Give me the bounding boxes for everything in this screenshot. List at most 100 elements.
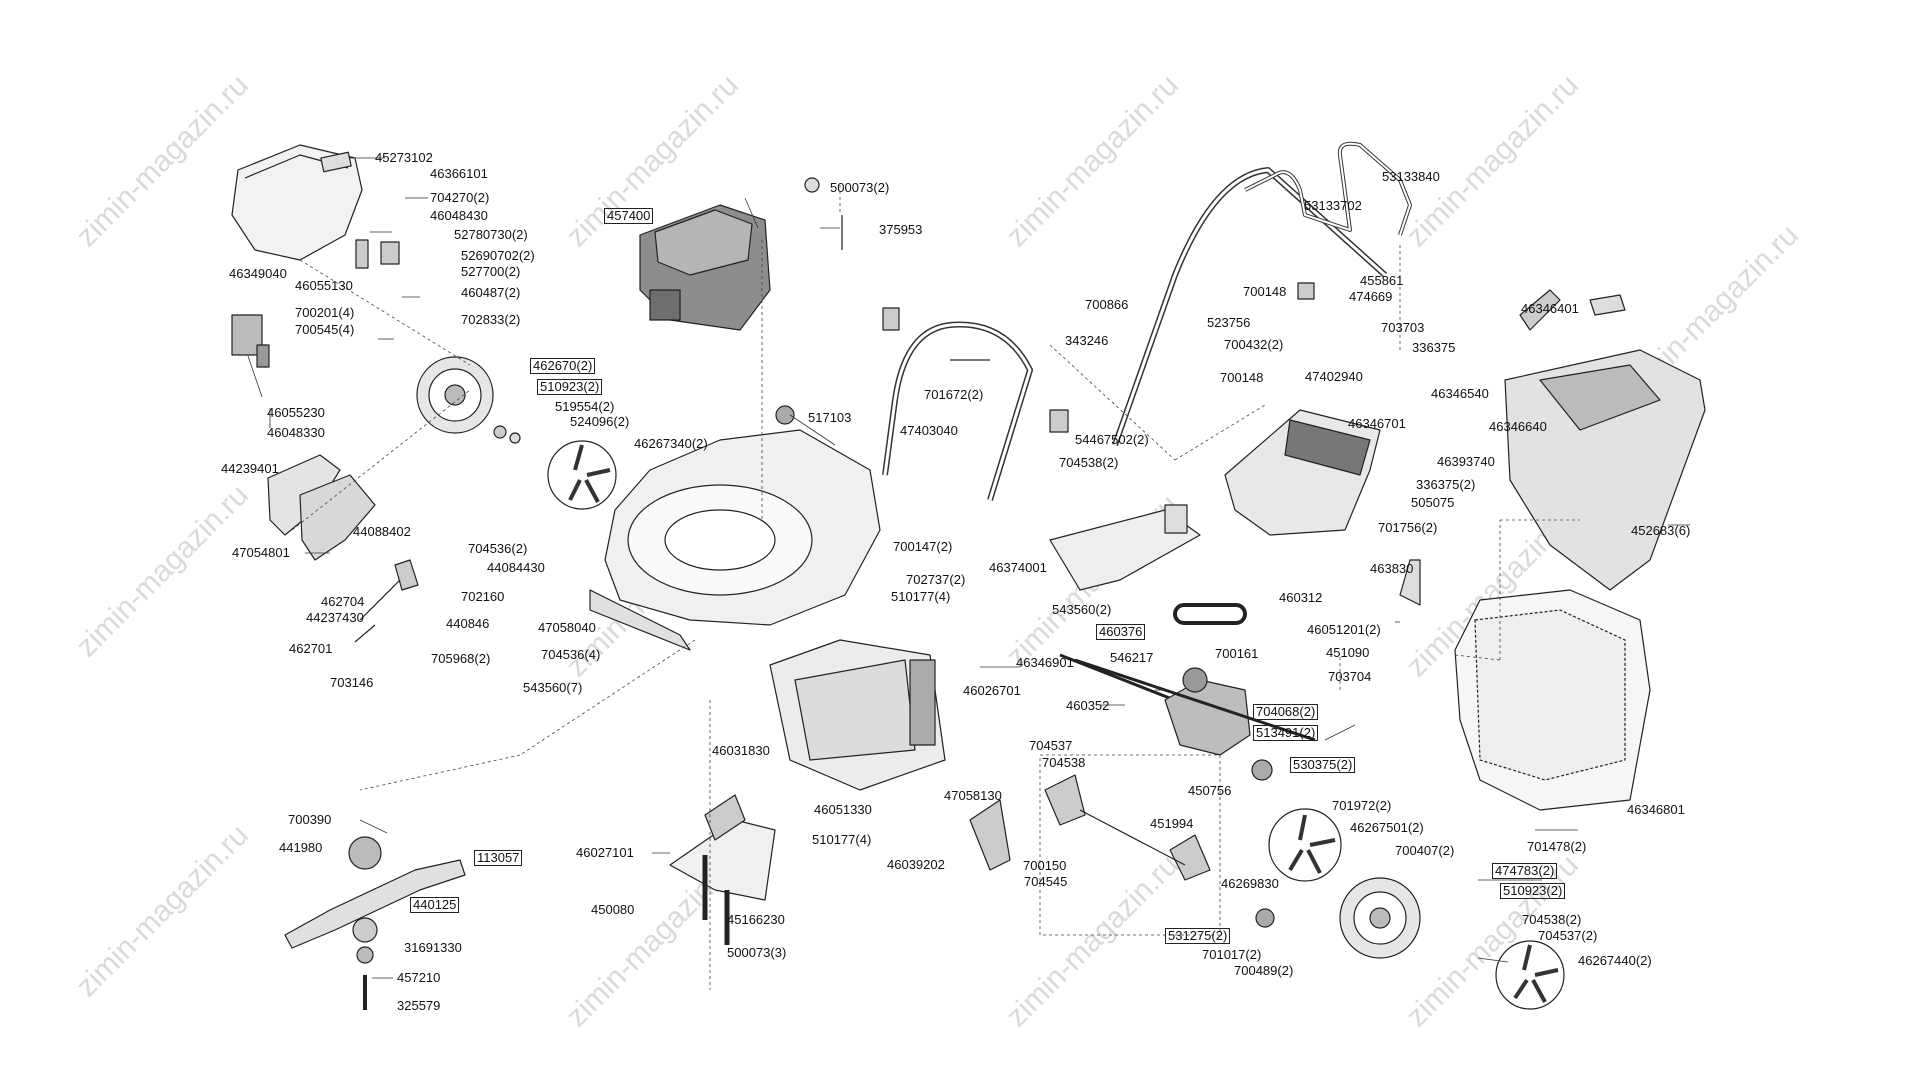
- part-label: 530375(2): [1290, 757, 1356, 773]
- part-label: 510923(2): [1500, 883, 1566, 899]
- part-label: 457210: [397, 970, 441, 985]
- part-label: 524096(2): [570, 414, 630, 429]
- part-label: 46051330: [814, 802, 872, 817]
- part-label: 519554(2): [555, 399, 615, 414]
- part-label: 336375(2): [1416, 477, 1476, 492]
- part-label: 701972(2): [1332, 798, 1392, 813]
- part-label: 46269830: [1221, 876, 1279, 891]
- part-label: 46048330: [267, 425, 325, 440]
- hubcap-left: [547, 440, 617, 510]
- part-label: 500073(3): [727, 945, 787, 960]
- grass-catcher-lid: [1504, 349, 1706, 591]
- part-label: 441980: [279, 840, 323, 855]
- part-label: 700545(4): [295, 322, 355, 337]
- part-label: 46055130: [295, 278, 353, 293]
- part-label: 31691330: [404, 940, 462, 955]
- part-label: 452683(6): [1631, 523, 1691, 538]
- part-label: 513491(2): [1253, 725, 1319, 741]
- part-label: 460487(2): [461, 285, 521, 300]
- part-label: 703704: [1328, 669, 1372, 684]
- part-label: 702737(2): [906, 572, 966, 587]
- part-label: 462704: [321, 594, 365, 609]
- part-label: 474669: [1349, 289, 1393, 304]
- part-label: 700866: [1085, 297, 1129, 312]
- part-label: 700150: [1023, 858, 1067, 873]
- part-label: 701017(2): [1202, 947, 1262, 962]
- part-label: 46031830: [712, 743, 770, 758]
- part-label: 47054801: [232, 545, 290, 560]
- part-label: 54467502(2): [1075, 432, 1149, 447]
- part-label: 523756: [1207, 315, 1251, 330]
- part-label: 44239401: [221, 461, 279, 476]
- part-label: 46026701: [963, 683, 1021, 698]
- part-label: 450080: [591, 902, 635, 917]
- part-label: 343246: [1065, 333, 1109, 348]
- part-label: 705968(2): [431, 651, 491, 666]
- part-label: 451994: [1150, 816, 1194, 831]
- part-label: 47402940: [1305, 369, 1363, 384]
- part-label: 52780730(2): [454, 227, 528, 242]
- part-label: 46374001: [989, 560, 1047, 575]
- part-label: 46349040: [229, 266, 287, 281]
- part-label: 440846: [446, 616, 490, 631]
- part-label: 451090: [1326, 645, 1370, 660]
- part-label: 704068(2): [1253, 704, 1319, 720]
- part-label: 53133702: [1304, 198, 1362, 213]
- part-label: 46267440(2): [1578, 953, 1652, 968]
- part-label: 700201(4): [295, 305, 355, 320]
- cutting-blade: [284, 859, 466, 949]
- mulch-plug: [1049, 509, 1201, 591]
- part-label: 46346640: [1489, 419, 1547, 434]
- gearbox: [1164, 679, 1251, 756]
- blade-adapter: [348, 836, 382, 870]
- part-label: 546217: [1110, 650, 1154, 665]
- part-label: 375953: [879, 222, 923, 237]
- part-label: 505075: [1411, 495, 1455, 510]
- part-label: 704536(2): [468, 541, 528, 556]
- part-label: 704545: [1024, 874, 1068, 889]
- part-label: 45166230: [727, 912, 785, 927]
- part-label: 510923(2): [537, 379, 603, 395]
- part-label: 704536(4): [541, 647, 601, 662]
- part-label: 46267340(2): [634, 436, 708, 451]
- part-label: 700390: [288, 812, 332, 827]
- part-label: 44237430: [306, 610, 364, 625]
- part-label: 700432(2): [1224, 337, 1284, 352]
- part-label: 460376: [1096, 624, 1146, 640]
- part-label: 510177(4): [812, 832, 872, 847]
- part-label: 702833(2): [461, 312, 521, 327]
- part-label: 46393740: [1437, 454, 1495, 469]
- part-label: 700148: [1220, 370, 1264, 385]
- part-label: 336375: [1412, 340, 1456, 355]
- control-bail: [1244, 141, 1412, 236]
- part-label: 700407(2): [1395, 843, 1455, 858]
- part-label: 45273102: [375, 150, 433, 165]
- part-label: 44084430: [487, 560, 545, 575]
- part-label: 46039202: [887, 857, 945, 872]
- part-label: 450756: [1188, 783, 1232, 798]
- part-label: 517103: [808, 410, 852, 425]
- part-label: 704537: [1029, 738, 1073, 753]
- part-label: 44088402: [353, 524, 411, 539]
- part-label: 46027101: [576, 845, 634, 860]
- rear-wheel-bracket: [1169, 834, 1211, 881]
- part-label: 47058130: [944, 788, 1002, 803]
- part-label: 46048430: [430, 208, 488, 223]
- part-label: 700489(2): [1234, 963, 1294, 978]
- part-label: 457400: [604, 208, 654, 224]
- part-label: 702160: [461, 589, 505, 604]
- part-label: 700147(2): [893, 539, 953, 554]
- part-label: 460312: [1279, 590, 1323, 605]
- part-label: 52690702(2): [461, 248, 535, 263]
- part-label: 474783(2): [1492, 863, 1558, 879]
- part-label: 701478(2): [1527, 839, 1587, 854]
- part-label: 704538(2): [1059, 455, 1119, 470]
- part-label: 531275(2): [1165, 928, 1231, 944]
- part-label: 500073(2): [830, 180, 890, 195]
- part-label: 703146: [330, 675, 374, 690]
- part-label: 704538(2): [1522, 912, 1582, 927]
- hubcap-right-upper: [1268, 808, 1342, 882]
- part-label: 47403040: [900, 423, 958, 438]
- part-label: 543560(2): [1052, 602, 1112, 617]
